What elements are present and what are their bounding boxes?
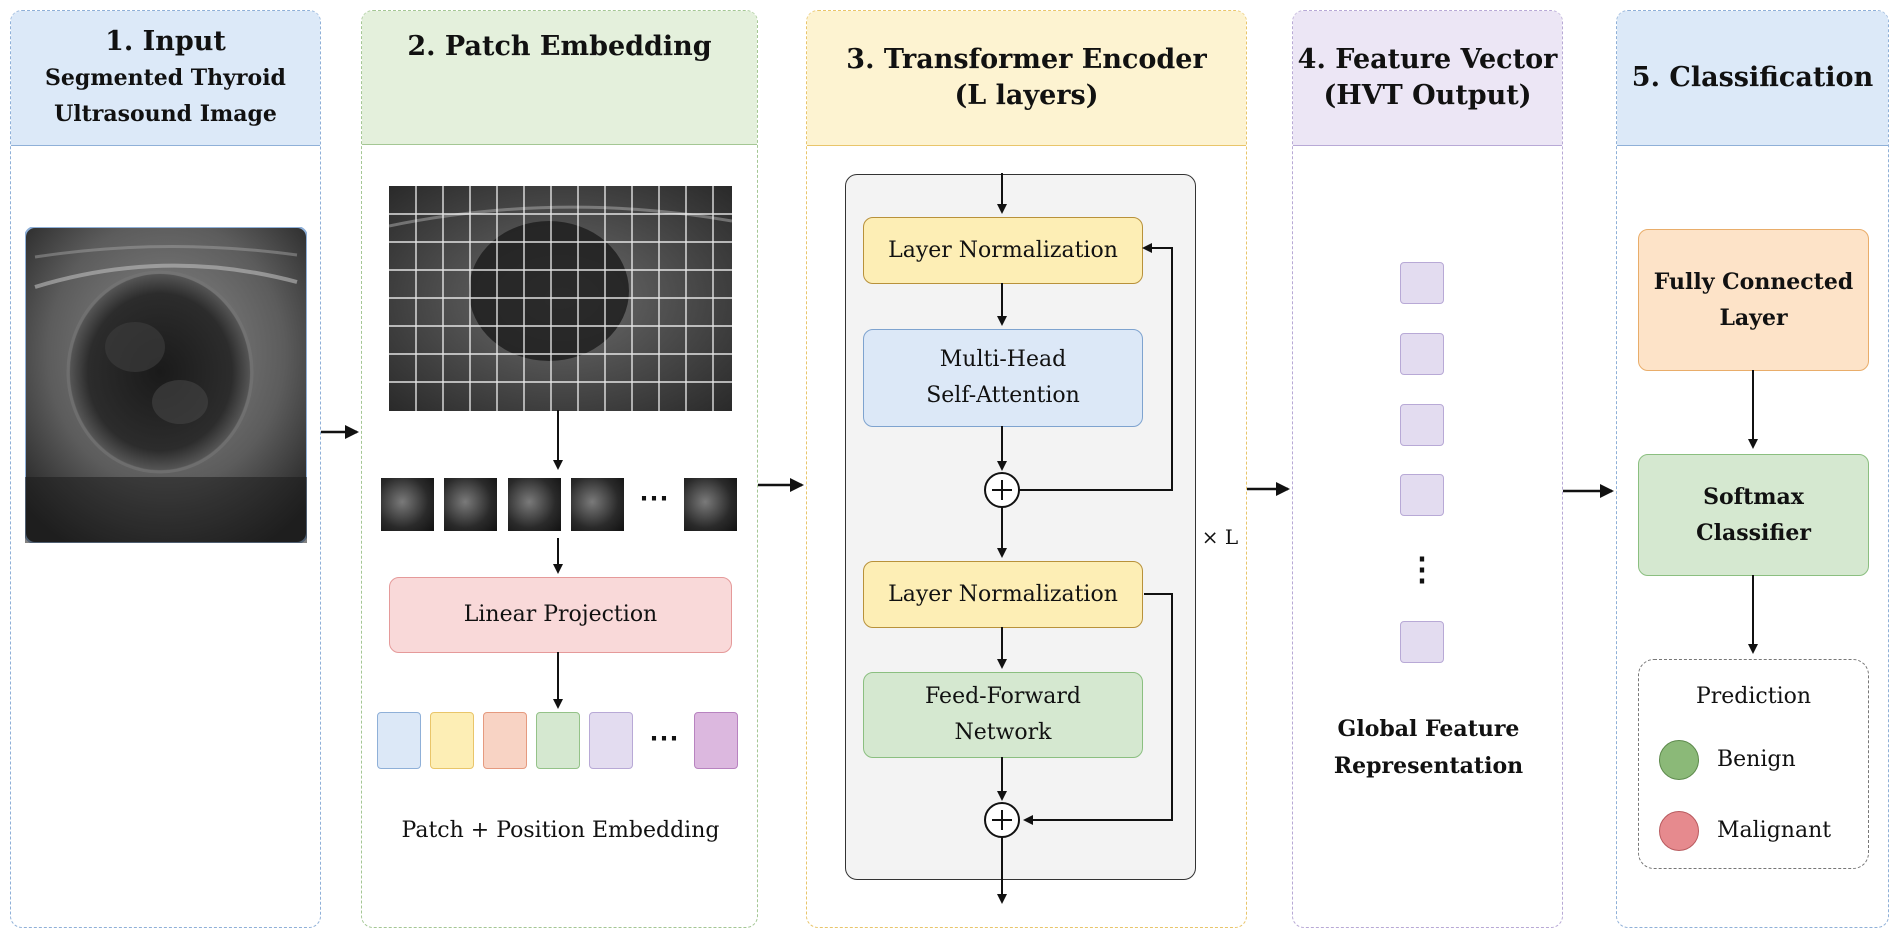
image-patch	[571, 478, 624, 531]
embedding-token	[430, 712, 474, 769]
benign-indicator	[1659, 740, 1699, 780]
panel-patch-embedding: 2. Patch Embedding ⋯ Linear Projection	[361, 10, 758, 928]
feature-dots: ⋮	[1406, 550, 1438, 588]
patch-ellipsis: ⋯	[639, 481, 669, 516]
panel-feature-vector: 4. Feature Vector (HVT Output) ⋮ Global …	[1292, 10, 1563, 928]
feature-element	[1400, 474, 1444, 516]
panel-classification-header: 5. Classification	[1617, 11, 1888, 146]
embedding-ellipsis: ⋯	[649, 721, 679, 756]
panel-patch-embedding-title: 2. Patch Embedding	[407, 31, 712, 62]
image-patch	[381, 478, 434, 531]
panel-transformer-encoder: 3. Transformer Encoder (L layers) Layer …	[806, 10, 1247, 928]
malignant-label: Malignant	[1717, 818, 1832, 843]
panel-classification-title: 5. Classification	[1631, 62, 1874, 93]
softmax-label-1: Softmax	[1703, 484, 1804, 510]
panel-input-title: 1. Input	[105, 26, 226, 57]
feature-element	[1400, 621, 1444, 663]
feature-caption-2: Representation	[1333, 753, 1524, 779]
layer-norm-2-box: Layer Normalization	[863, 561, 1143, 628]
linear-projection-label: Linear Projection	[463, 602, 658, 627]
panel-classification: 5. Classification Fully Connected Layer …	[1616, 10, 1889, 928]
layer-norm-1-box: Layer Normalization	[863, 217, 1143, 284]
mhsa-label-2: Self-Attention	[926, 383, 1080, 408]
embedding-token	[377, 712, 421, 769]
ffn-label-2: Network	[954, 720, 1052, 745]
panel-input: 1. Input Segmented Thyroid Ultrasound Im…	[10, 10, 321, 928]
panel-input-subtitle-1: Segmented Thyroid	[45, 65, 286, 91]
panel-feature-vector-header: 4. Feature Vector (HVT Output)	[1293, 11, 1562, 146]
feature-caption-1: Global Feature	[1337, 716, 1520, 742]
patch-embedding-caption: Patch + Position Embedding	[401, 818, 720, 843]
fully-connected-box: Fully Connected Layer	[1638, 229, 1869, 371]
embedding-token	[694, 712, 738, 769]
ultrasound-image	[25, 227, 307, 543]
benign-label: Benign	[1717, 747, 1796, 772]
embedding-token	[589, 712, 633, 769]
feature-element	[1400, 333, 1444, 375]
prediction-title: Prediction	[1695, 684, 1812, 709]
feed-forward-box: Feed-Forward Network	[863, 672, 1143, 758]
fc-label-1: Fully Connected	[1653, 269, 1854, 295]
panel-input-header: 1. Input Segmented Thyroid Ultrasound Im…	[11, 11, 320, 146]
ffn-label-1: Feed-Forward	[925, 684, 1081, 709]
softmax-box: Softmax Classifier	[1638, 454, 1869, 576]
image-patch	[684, 478, 737, 531]
feature-element	[1400, 404, 1444, 446]
embedding-token	[483, 712, 527, 769]
panel-transformer-encoder-header: 3. Transformer Encoder (L layers)	[807, 11, 1246, 146]
layer-norm-2-label: Layer Normalization	[888, 581, 1118, 607]
panel-feature-vector-title: 4. Feature Vector	[1297, 44, 1558, 75]
fc-label-2: Layer	[1719, 305, 1788, 331]
softmax-label-2: Classifier	[1696, 520, 1811, 546]
panel-patch-embedding-header: 2. Patch Embedding	[362, 11, 757, 145]
feature-element	[1400, 262, 1444, 304]
multi-head-attention-box: Multi-Head Self-Attention	[863, 329, 1143, 427]
repeat-label: × L	[1201, 525, 1239, 549]
layer-norm-1-label: Layer Normalization	[888, 237, 1118, 263]
embedding-token	[536, 712, 580, 769]
panel-transformer-encoder-subtitle: (L layers)	[954, 80, 1099, 111]
gridded-ultrasound-image	[389, 186, 732, 411]
panel-transformer-encoder-title: 3. Transformer Encoder	[846, 44, 1207, 75]
linear-projection-box: Linear Projection	[389, 577, 732, 653]
image-patch	[508, 478, 561, 531]
malignant-indicator	[1659, 811, 1699, 851]
mhsa-label-1: Multi-Head	[939, 347, 1067, 372]
image-patch	[444, 478, 497, 531]
panel-input-subtitle-2: Ultrasound Image	[54, 101, 277, 127]
panel-feature-vector-subtitle: (HVT Output)	[1323, 80, 1532, 111]
